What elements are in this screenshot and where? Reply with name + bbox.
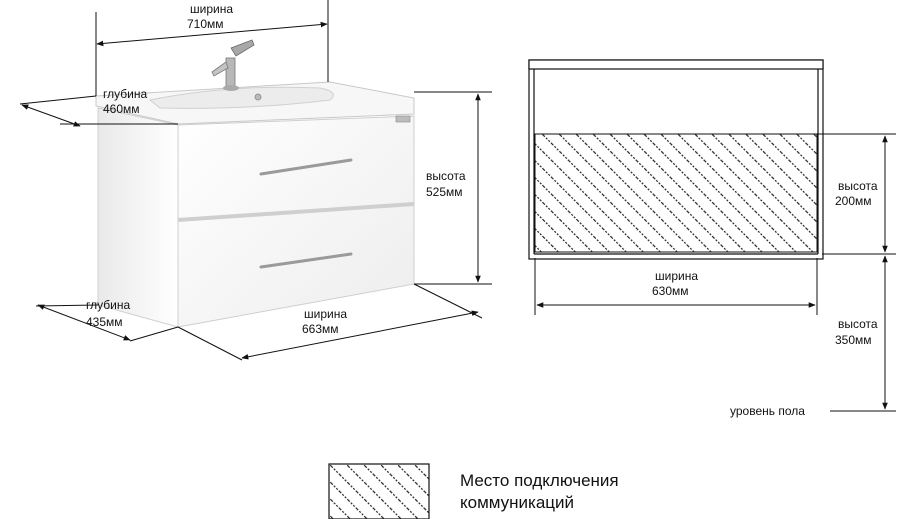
legend-hatch-swatch bbox=[328, 463, 430, 519]
legend-line-1: Место подключения bbox=[460, 471, 619, 490]
cabinet-front-panel bbox=[177, 115, 415, 328]
dim-bottom-depth bbox=[37, 304, 131, 341]
labels-right: высота 200мм ширина 630мм высота 350мм у… bbox=[652, 179, 878, 418]
dim-top-depth bbox=[21, 104, 81, 127]
bottom-depth-value: 435мм bbox=[86, 315, 123, 329]
bottom-width-label: ширина bbox=[304, 307, 347, 321]
height-label: высота bbox=[426, 169, 466, 183]
legend-line-2: коммуникаций bbox=[460, 493, 575, 512]
bottom-depth-label: глубина bbox=[86, 298, 130, 312]
height-value: 525мм bbox=[426, 185, 463, 199]
floor-level-label: уровень пола bbox=[730, 404, 805, 418]
drain-icon bbox=[254, 93, 262, 101]
drawer-handle-bottom bbox=[259, 252, 353, 269]
zone-width-label: ширина bbox=[655, 269, 698, 283]
drawer-gap bbox=[178, 202, 414, 222]
dim-top-width bbox=[96, 21, 328, 47]
zone-width-value: 630мм bbox=[652, 284, 689, 298]
floor-height-label: высота bbox=[838, 317, 878, 331]
cabinet-side-panel bbox=[97, 107, 179, 328]
faucet-icon bbox=[211, 39, 255, 91]
basin-bowl bbox=[148, 86, 334, 109]
hatched-connection-zone bbox=[534, 133, 818, 253]
zone-height-label: высота bbox=[838, 179, 878, 193]
logo-plate bbox=[395, 115, 411, 123]
top-depth-label: глубина bbox=[103, 87, 147, 101]
dim-bottom-width bbox=[241, 310, 479, 360]
zone-height-value: 200мм bbox=[835, 194, 872, 208]
cabinet-illustration bbox=[95, 39, 415, 328]
dimension-lines-left bbox=[19, 0, 492, 361]
legend-text: Место подключения коммуникаций bbox=[460, 470, 720, 514]
labels-left: ширина 710мм глубина 460мм высота 525мм … bbox=[86, 2, 466, 336]
dimension-lines-right bbox=[534, 133, 896, 412]
bottom-width-value: 663мм bbox=[302, 322, 339, 336]
schematic-top-strip bbox=[528, 59, 824, 70]
drawer-handle-top bbox=[259, 158, 353, 176]
floor-height-value: 350мм bbox=[835, 333, 872, 347]
top-depth-value: 460мм bbox=[103, 102, 140, 116]
top-width-label: ширина bbox=[190, 2, 233, 16]
top-width-value: 710мм bbox=[187, 17, 224, 31]
front-schematic bbox=[528, 59, 824, 260]
